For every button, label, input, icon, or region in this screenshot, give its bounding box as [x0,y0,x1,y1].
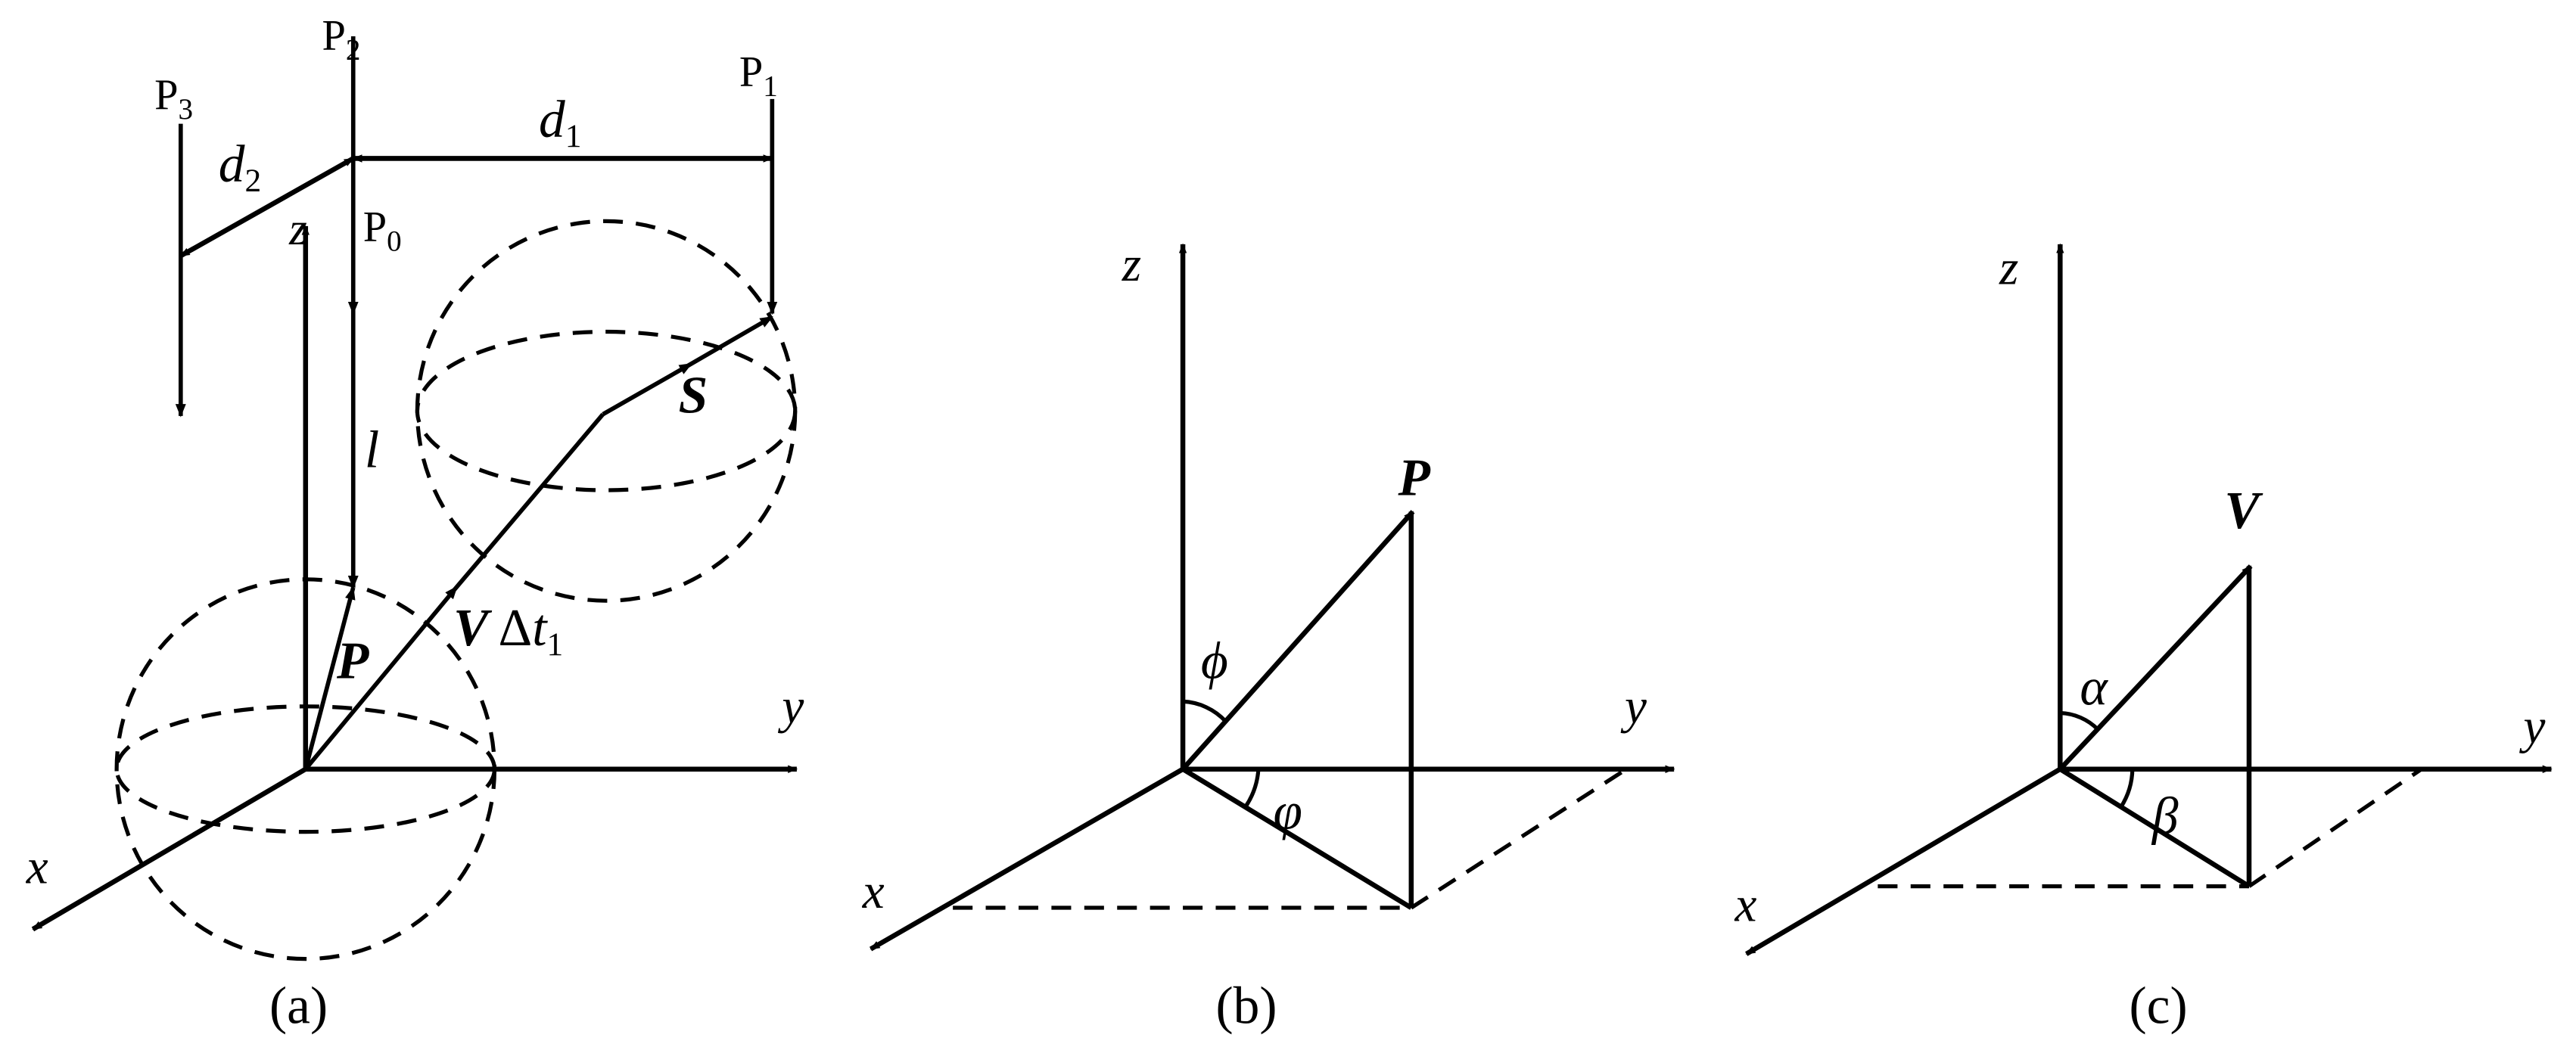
c-azimuth-arc [2119,769,2135,809]
caption-b: (b) [1215,977,1277,1036]
b-vector-p [1181,510,1415,771]
vector-s [602,315,773,417]
label-y-a: y [777,679,804,734]
label-z-a: z [288,204,307,255]
panel-c: z y x V α β (c) [1734,241,2553,1036]
label-d2: d2 [219,135,261,199]
label-p2: P2 [322,12,360,66]
label-y-c: y [2519,700,2546,754]
label-z-c: z [1999,241,2018,295]
b-azimuth-arc [1243,769,1261,809]
label-p3: P3 [154,72,193,126]
label-z-b: z [1122,238,1141,292]
label-vec-p-a: P [336,632,369,691]
label-x-b: x [862,865,885,919]
sphere-target [415,219,798,603]
label-polar-b: ϕ [1201,632,1228,691]
label-polar-c: α [2080,658,2108,716]
label-p0: P0 [363,203,402,257]
label-l: l [365,421,379,479]
vector-p-a [303,586,356,770]
c-vector-v [2058,564,2253,771]
c-projection [2058,766,2251,889]
label-azimuth-c: β [2151,787,2179,846]
caption-c: (c) [2130,977,2188,1036]
panel-b: z y x P ϕ φ (b) [862,238,1675,1036]
label-y-b: y [1620,679,1647,734]
b-dash-y [1410,767,1628,910]
label-azimuth-b: φ [1273,782,1302,840]
c-polar-arc [2060,710,2100,732]
b-x-axis [869,766,1184,952]
b-polar-arc [1182,699,1227,723]
c-dash-y [2248,767,2423,888]
vector-v-dt [303,412,605,771]
label-vec-s: S [679,366,708,424]
d2-arrow [179,156,355,259]
caption-a: (a) [269,977,328,1036]
c-x-axis [1745,766,2061,956]
label-p1: P1 [739,48,778,102]
label-x-a: x [26,840,48,894]
b-projection [1181,766,1413,910]
label-x-c: x [1734,878,1756,932]
label-vec-p-b: P [1397,449,1430,507]
label-d1: d1 [539,91,581,154]
a-x-axis [31,766,307,932]
label-vec-v-c: V [2224,482,2263,540]
